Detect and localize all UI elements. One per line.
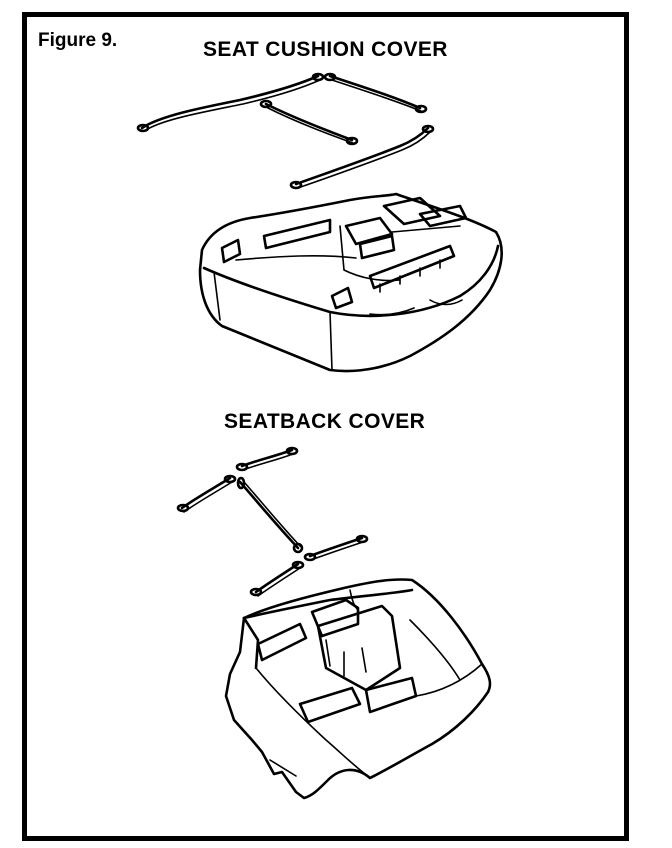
seatback-foam [224,578,492,800]
wire-retainer-icon [259,99,359,146]
wire-retainer-icon [249,560,305,597]
wire-retainer-icon [136,72,325,133]
wire-retainer-icon [236,476,304,554]
seat-cushion-title: SEAT CUSHION COVER [203,38,448,61]
wire-retainer-icon [323,72,428,114]
wire-retainer-icon [235,446,299,472]
wire-retainer-icon [176,474,237,513]
seat-cushion-foam [198,192,503,373]
cushion-wire-retainers [136,72,435,190]
figure-label: Figure 9. [38,30,118,51]
wire-retainer-icon [289,124,435,190]
seatback-wire-retainers [176,446,369,597]
wire-retainer-icon [303,534,369,562]
seatback-title: SEATBACK COVER [224,410,426,433]
